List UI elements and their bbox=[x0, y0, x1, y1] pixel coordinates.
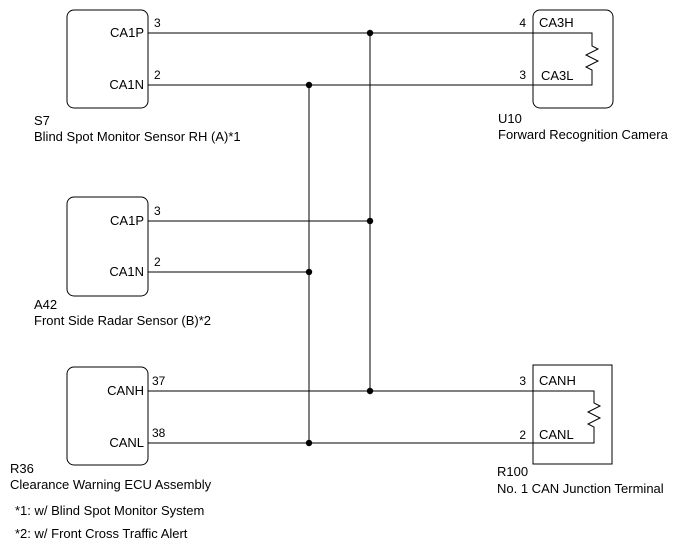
u10-pin-ca3h-number: 4 bbox=[519, 16, 526, 30]
junction-dot bbox=[366, 387, 374, 395]
r36-pin-canh-number: 37 bbox=[152, 374, 166, 388]
component-s7: CA1P 3 CA1N 2 S7 Blind Spot Monitor Sens… bbox=[34, 9, 241, 144]
r36-box bbox=[66, 366, 149, 466]
r100-pin-canl-label: CANL bbox=[539, 427, 574, 442]
u10-box bbox=[532, 9, 614, 109]
a42-pin-ca1n-number: 2 bbox=[154, 255, 161, 269]
junction-dot bbox=[305, 268, 313, 276]
s7-box bbox=[66, 9, 149, 109]
s7-code: S7 bbox=[34, 113, 50, 128]
r36-pin-canl-label: CANL bbox=[109, 435, 144, 450]
s7-pin-ca1p-number: 3 bbox=[154, 16, 161, 30]
r100-pin-canl-number: 2 bbox=[519, 428, 526, 442]
r100-name: No. 1 CAN Junction Terminal bbox=[497, 481, 664, 496]
a42-code: A42 bbox=[34, 297, 57, 312]
r36-pin-canl-number: 38 bbox=[152, 426, 166, 440]
r100-pin-canh-label: CANH bbox=[539, 373, 576, 388]
junction-dot bbox=[305, 439, 313, 447]
component-u10: CA3H 4 CA3L 3 U10 Forward Recognition Ca… bbox=[498, 9, 669, 142]
s7-pin-ca1n-number: 2 bbox=[154, 68, 161, 82]
s7-pin-ca1n-label: CA1N bbox=[109, 77, 144, 92]
junction-dots bbox=[305, 29, 374, 447]
r36-pin-canh-label: CANH bbox=[107, 383, 144, 398]
s7-name: Blind Spot Monitor Sensor RH (A)*1 bbox=[34, 129, 241, 144]
a42-pin-ca1p-number: 3 bbox=[154, 204, 161, 218]
r36-code: R36 bbox=[10, 461, 34, 476]
r100-terminating-resistor bbox=[533, 390, 602, 444]
a42-pin-ca1n-label: CA1N bbox=[109, 264, 144, 279]
junction-dot bbox=[366, 217, 374, 225]
junction-dot bbox=[366, 29, 374, 37]
component-r100: CANH 3 CANL 2 R100 No. 1 CAN Junction Te… bbox=[497, 364, 664, 496]
component-r36: CANH 37 CANL 38 R36 Clearance Warning EC… bbox=[10, 366, 212, 492]
footnote-2: *2: w/ Front Cross Traffic Alert bbox=[15, 526, 188, 541]
component-a42: CA1P 3 CA1N 2 A42 Front Side Radar Senso… bbox=[34, 196, 211, 328]
u10-terminating-resistor bbox=[533, 32, 600, 86]
wires bbox=[148, 32, 533, 444]
a42-box bbox=[66, 196, 149, 297]
u10-code: U10 bbox=[498, 111, 522, 126]
r100-box bbox=[532, 364, 613, 465]
u10-pin-ca3h-label: CA3H bbox=[539, 15, 574, 30]
u10-name: Forward Recognition Camera bbox=[498, 127, 669, 142]
junction-dot bbox=[305, 81, 313, 89]
footnote-1: *1: w/ Blind Spot Monitor System bbox=[15, 503, 204, 518]
u10-pin-ca3l-number: 3 bbox=[519, 68, 526, 82]
s7-pin-ca1p-label: CA1P bbox=[110, 25, 144, 40]
r100-pin-canh-number: 3 bbox=[519, 374, 526, 388]
a42-name: Front Side Radar Sensor (B)*2 bbox=[34, 313, 211, 328]
a42-pin-ca1p-label: CA1P bbox=[110, 213, 144, 228]
footnotes: *1: w/ Blind Spot Monitor System *2: w/ … bbox=[15, 503, 204, 541]
u10-pin-ca3l-label: CA3L bbox=[541, 68, 574, 83]
r100-code: R100 bbox=[497, 464, 528, 479]
r36-name: Clearance Warning ECU Assembly bbox=[10, 477, 212, 492]
